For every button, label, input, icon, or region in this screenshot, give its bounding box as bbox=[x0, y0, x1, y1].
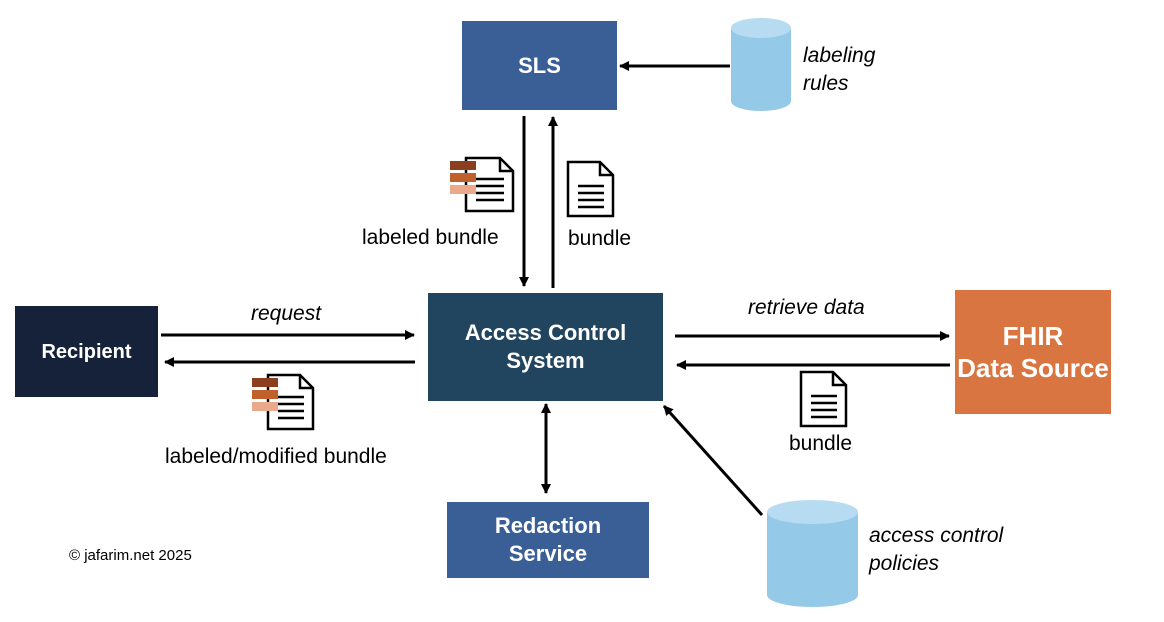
edge-label-bundle-from-fhir: bundle bbox=[789, 432, 853, 455]
edge-label-retrieve-data: retrieve data bbox=[748, 296, 865, 319]
recipient-node: Recipient bbox=[15, 306, 158, 397]
access-policies-cylinder bbox=[767, 500, 858, 607]
access-control-system-node: Access Control System bbox=[428, 293, 663, 401]
edge-label-request: request bbox=[251, 302, 322, 325]
edge-label-labeled-bundle: labeled bundle bbox=[362, 226, 499, 249]
acs-label: Access Control System bbox=[464, 320, 627, 373]
copyright-text: © jafarim.net 2025 bbox=[69, 547, 192, 564]
labeling-rules-label: labeling rules bbox=[803, 44, 876, 95]
fhir-data-source-node: FHIR Data Source bbox=[955, 290, 1111, 414]
redaction-label: Redaction Service bbox=[494, 513, 602, 566]
arrow-policies-to-acs bbox=[662, 404, 764, 517]
access-policies-label: access control policies bbox=[869, 524, 1004, 575]
edge-label-labeled-modified-bundle: labeled/modified bundle bbox=[165, 445, 387, 468]
redaction-service-node: Redaction Service bbox=[447, 502, 649, 578]
fhir-label: FHIR Data Source bbox=[957, 321, 1109, 383]
fhir-document-icon bbox=[799, 370, 848, 428]
recipient-label: Recipient bbox=[41, 340, 132, 363]
labeled-document-icon bbox=[450, 156, 515, 213]
labeled-modified-document-icon bbox=[252, 373, 315, 431]
labeling-rules-cylinder bbox=[731, 18, 791, 111]
document-icon bbox=[566, 160, 615, 218]
edge-label-bundle-to-sls: bundle bbox=[568, 227, 632, 250]
sls-label: SLS bbox=[518, 52, 561, 78]
sls-node: SLS bbox=[462, 21, 617, 110]
